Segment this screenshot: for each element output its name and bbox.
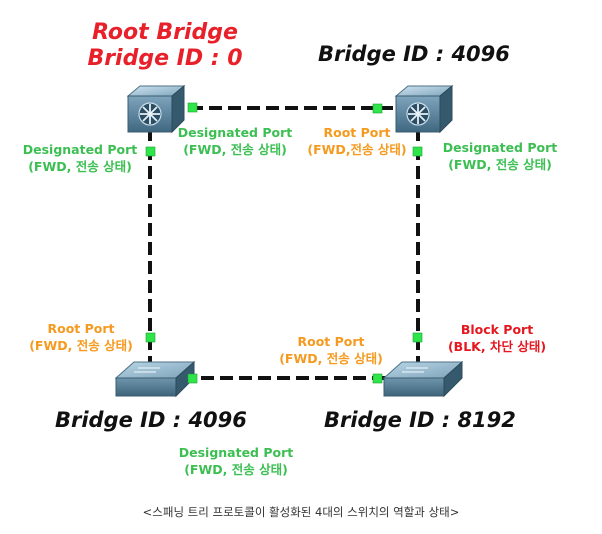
port-dot-bottom-left-up bbox=[145, 332, 156, 343]
port-dot-bottom-right-up bbox=[412, 332, 423, 343]
port-label-root-right: Designated Port (FWD, 전송 상태) bbox=[170, 124, 300, 158]
port-role: Designated Port bbox=[22, 142, 138, 157]
port-state: (FWD,전송 상태) bbox=[307, 142, 407, 157]
port-state: (FWD, 전송 상태) bbox=[183, 142, 287, 157]
bridge-id-bottom-left: Bridge ID : 4096 bbox=[55, 408, 247, 432]
port-indicators bbox=[145, 102, 423, 384]
port-state: (FWD, 전송 상태) bbox=[184, 462, 288, 477]
bridge-id-bottom-right: Bridge ID : 8192 bbox=[324, 408, 516, 432]
port-role: Root Port bbox=[323, 125, 391, 140]
multilayer-switch-icon[interactable] bbox=[126, 84, 186, 134]
port-state: (FWD, 전송 상태) bbox=[29, 338, 133, 353]
port-dot-root-down bbox=[145, 146, 156, 157]
port-role: Designated Port bbox=[178, 445, 294, 460]
port-state: (FWD, 전송 상태) bbox=[28, 159, 132, 174]
port-state: (FWD, 전송 상태) bbox=[279, 351, 383, 366]
port-label-top-right-left: Root Port (FWD,전송 상태) bbox=[298, 124, 416, 158]
port-state: (BLK, 차단 상태) bbox=[447, 339, 547, 354]
port-dot-root-right bbox=[187, 102, 198, 113]
root-bridge-label: Root Bridge bbox=[92, 20, 238, 45]
port-label-bottom-right-up: Block Port (BLK, 차단 상태) bbox=[436, 321, 558, 355]
root-bridge-title: Root Bridge Bridge ID : 0 bbox=[80, 20, 250, 72]
port-role: Designated Port bbox=[177, 125, 293, 140]
bridge-id-top-right: Bridge ID : 4096 bbox=[318, 42, 510, 66]
port-role: Designated Port bbox=[442, 140, 558, 155]
root-bridge-id: Bridge ID : 0 bbox=[87, 46, 243, 71]
switch-icon[interactable] bbox=[382, 360, 464, 398]
port-label-bottom-left-right: Designated Port (FWD, 전송 상태) bbox=[170, 444, 302, 478]
port-dot-bottom-left-right bbox=[187, 373, 198, 384]
port-dot-top-right-down bbox=[412, 146, 423, 157]
port-dot-top-right-left bbox=[372, 103, 383, 114]
port-role: Root Port bbox=[47, 321, 115, 336]
switch-icon[interactable] bbox=[114, 360, 196, 398]
port-label-bottom-right-left: Root Port (FWD, 전송 상태) bbox=[268, 333, 394, 367]
port-label-bottom-left-up: Root Port (FWD, 전송 상태) bbox=[22, 320, 140, 354]
port-state: (FWD, 전송 상태) bbox=[448, 157, 552, 172]
port-label-root-left: Designated Port (FWD, 전송 상태) bbox=[14, 141, 146, 175]
port-label-top-right-down: Designated Port (FWD, 전송 상태) bbox=[434, 139, 566, 173]
multilayer-switch-icon[interactable] bbox=[394, 84, 454, 134]
port-role: Block Port bbox=[460, 322, 534, 337]
port-dot-bottom-right-left bbox=[372, 373, 383, 384]
port-role: Root Port bbox=[297, 334, 365, 349]
figure-caption: <스패닝 트리 프로토콜이 활성화된 4대의 스위치의 역할과 상태> bbox=[142, 505, 460, 519]
links bbox=[148, 106, 420, 380]
